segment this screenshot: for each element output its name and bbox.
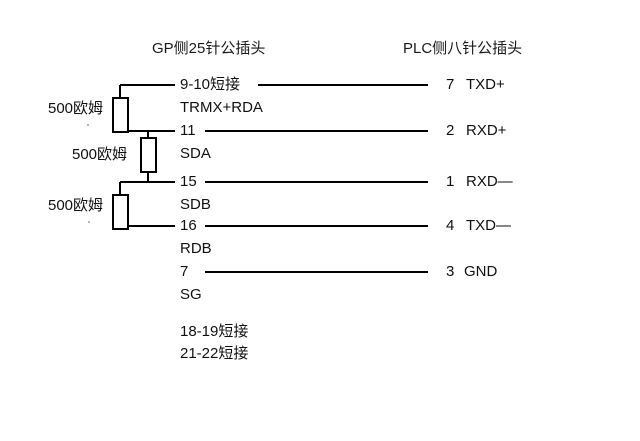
gp-pin-row5: 7 bbox=[180, 263, 189, 280]
resistor-3-body bbox=[112, 194, 129, 230]
gp-signal-row5: SG bbox=[180, 286, 202, 303]
gp-signal-row4: RDB bbox=[180, 240, 212, 257]
artifact-speck bbox=[87, 124, 89, 126]
gp-pin-row2: 11 bbox=[180, 122, 196, 139]
gp-signal-row2: SDA bbox=[180, 145, 211, 162]
gp-pin-row4: 16 bbox=[180, 217, 197, 234]
gp-pin-row1: 9-10短接 bbox=[180, 76, 241, 93]
note-2: 21-22短接 bbox=[180, 345, 249, 362]
artifact-speck bbox=[88, 221, 90, 223]
plc-pin-row1: 7 bbox=[446, 76, 455, 93]
gp-signal-row1: TRMX+RDA bbox=[180, 99, 263, 116]
plc-signal-row3: RXD— bbox=[466, 173, 513, 190]
resistor-1-body bbox=[112, 97, 129, 133]
header-gp-side: GP侧25针公插头 bbox=[152, 40, 266, 57]
note-1: 18-19短接 bbox=[180, 323, 249, 340]
plc-pin-row4: 4 bbox=[446, 217, 455, 234]
gp-pin-row3: 15 bbox=[180, 173, 197, 190]
plc-signal-row2: RXD+ bbox=[466, 122, 507, 139]
plc-pin-row5: 3 bbox=[446, 263, 455, 280]
header-plc-side: PLC侧八针公插头 bbox=[403, 40, 523, 57]
plc-signal-row5: GND bbox=[464, 263, 498, 280]
plc-pin-row3: 1 bbox=[446, 173, 455, 190]
resistor-1-label: 500欧姆 bbox=[48, 100, 104, 117]
resistor-2-body bbox=[140, 137, 157, 173]
resistor-2-label: 500欧姆 bbox=[72, 146, 128, 163]
resistor-3-label: 500欧姆 bbox=[48, 197, 104, 214]
plc-signal-row4: TXD— bbox=[466, 217, 511, 234]
gp-signal-row3: SDB bbox=[180, 196, 211, 213]
plc-signal-row1: TXD+ bbox=[466, 76, 505, 93]
plc-pin-row2: 2 bbox=[446, 122, 455, 139]
